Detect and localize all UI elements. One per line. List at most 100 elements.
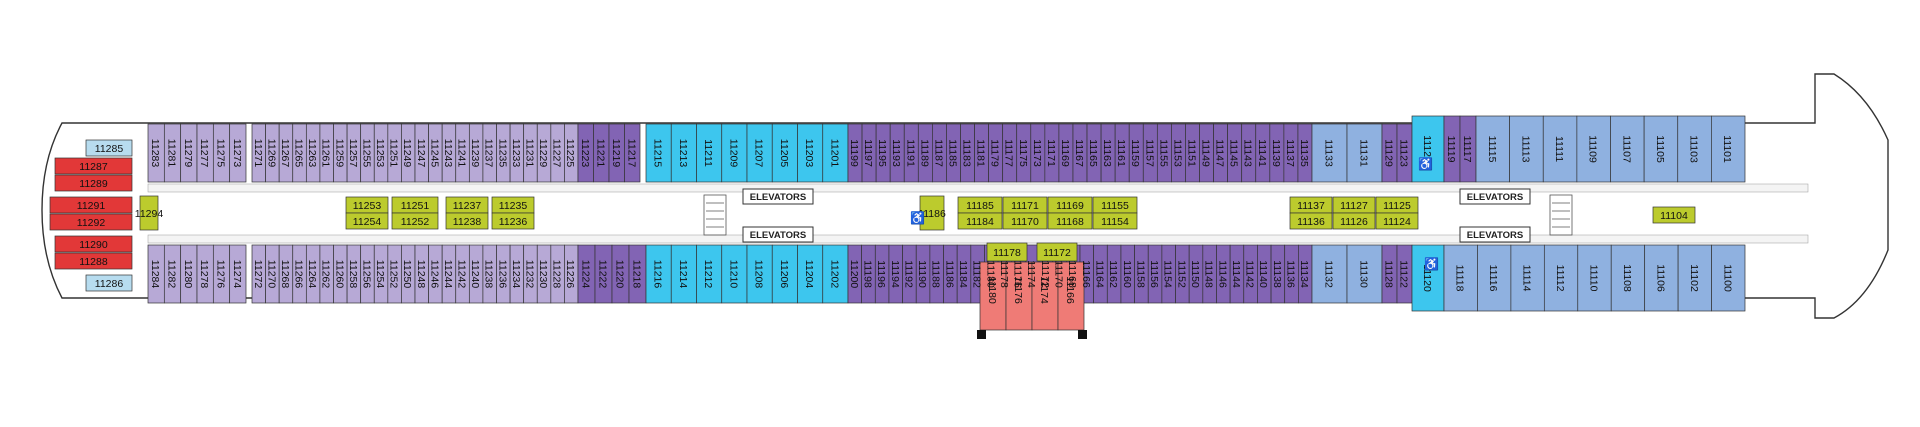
cabin-11294[interactable] <box>139 195 159 231</box>
cabin-11201[interactable] <box>822 123 849 183</box>
cabin-11206[interactable] <box>771 244 798 304</box>
cabin-number: 11104 <box>1660 210 1688 222</box>
cabin-11274[interactable] <box>229 244 247 304</box>
cabin-11110[interactable] <box>1577 244 1612 312</box>
cabin-11202[interactable] <box>822 244 849 304</box>
cabin-11166[interactable] <box>1057 261 1085 331</box>
cabin-number: 11187 <box>932 139 944 167</box>
cabin-11115[interactable] <box>1475 115 1510 183</box>
cabin-number: 11230 <box>537 260 549 289</box>
cabin-11217[interactable] <box>624 123 641 183</box>
cabin-11132[interactable] <box>1311 244 1348 304</box>
cabin-11212[interactable] <box>696 244 723 304</box>
cabin-number: 11192 <box>902 260 914 288</box>
cabin-11100[interactable] <box>1711 244 1746 312</box>
cabin-11273[interactable] <box>229 123 247 183</box>
cabin-number: 11233 <box>510 139 522 168</box>
cabin-11106[interactable] <box>1644 244 1679 312</box>
cabin-11180[interactable] <box>979 261 1007 331</box>
cabin-number: 11211 <box>702 139 714 167</box>
cabin-number: 11186 <box>943 260 955 288</box>
cabin-11116[interactable] <box>1477 244 1512 312</box>
cabin-11130[interactable] <box>1346 244 1383 304</box>
cabin-number: 11274 <box>231 260 243 289</box>
cabin-11214[interactable] <box>670 244 697 304</box>
cabin-number: 11283 <box>149 139 161 168</box>
cabin-11236[interactable] <box>491 212 535 230</box>
cabin-11292[interactable] <box>49 213 133 231</box>
cabin-number: 11270 <box>265 260 277 289</box>
cabin-11174[interactable] <box>1031 261 1059 331</box>
cabin-11154[interactable] <box>1092 212 1138 230</box>
cabin-number: 11151 <box>1185 139 1197 167</box>
cabin-11238[interactable] <box>445 212 489 230</box>
cabin-number: 11232 <box>523 260 535 289</box>
cabin-11168[interactable] <box>1047 212 1093 230</box>
cabin-number: 11106 <box>1654 264 1666 292</box>
cabin-11186[interactable] <box>919 195 945 231</box>
cabin-11216[interactable] <box>645 244 672 304</box>
cabin-11290[interactable] <box>54 235 133 253</box>
cabin-11109[interactable] <box>1576 115 1611 183</box>
cabin-11178[interactable] <box>986 242 1028 262</box>
cabin-number: 11110 <box>1588 265 1600 292</box>
cabin-11114[interactable] <box>1510 244 1545 312</box>
cabin-11254[interactable] <box>345 212 389 230</box>
cabin-11205[interactable] <box>771 123 798 183</box>
cabin-11120[interactable] <box>1411 244 1445 312</box>
cabin-11172[interactable] <box>1036 242 1078 262</box>
cabin-11213[interactable] <box>670 123 697 183</box>
cabin-11210[interactable] <box>721 244 748 304</box>
corridor-lower <box>147 234 1809 244</box>
cabin-number: 11117 <box>1461 136 1473 163</box>
cabin-number: 11236 <box>499 216 528 228</box>
cabin-number: 11240 <box>469 260 481 289</box>
cabin-number: 11169 <box>1059 139 1071 167</box>
cabin-11184[interactable] <box>957 212 1003 230</box>
cabin-number: 11101 <box>1721 135 1733 163</box>
cabin-number: 11115 <box>1486 136 1498 163</box>
cabin-11113[interactable] <box>1509 115 1544 183</box>
cabin-number: 11129 <box>1383 139 1395 167</box>
cabin-11102[interactable] <box>1677 244 1712 312</box>
wheelchair-icon: ♿ <box>1424 257 1439 271</box>
cabin-11289[interactable] <box>54 174 133 192</box>
cabin-11176[interactable] <box>1005 261 1033 331</box>
cabin-11291[interactable] <box>49 196 133 214</box>
cabin-11104[interactable] <box>1652 206 1696 224</box>
cabin-number: 11150 <box>1189 260 1201 288</box>
cabin-11204[interactable] <box>797 244 824 304</box>
cabin-11105[interactable] <box>1643 115 1679 183</box>
cabin-11286[interactable] <box>85 274 133 292</box>
cabin-11121[interactable] <box>1411 115 1445 183</box>
cabin-11124[interactable] <box>1375 212 1419 230</box>
cabin-11131[interactable] <box>1346 123 1383 183</box>
cabin-11101[interactable] <box>1711 115 1746 183</box>
cabin-11287[interactable] <box>54 157 133 175</box>
cabin-number: 11109 <box>1587 135 1599 163</box>
cabin-11136[interactable] <box>1289 212 1333 230</box>
cabin-11252[interactable] <box>391 212 439 230</box>
cabin-number: 11143 <box>1242 139 1254 167</box>
cabin-11118[interactable] <box>1443 244 1478 312</box>
cabin-number: 11228 <box>551 260 563 289</box>
cabin-11103[interactable] <box>1677 115 1712 183</box>
cabin-number: 11215 <box>652 139 664 168</box>
cabin-number: 11194 <box>889 260 901 288</box>
cabin-11170[interactable] <box>1002 212 1048 230</box>
cabin-11126[interactable] <box>1332 212 1376 230</box>
cabin-number: 11284 <box>149 260 161 289</box>
cabin-11133[interactable] <box>1311 123 1348 183</box>
cabin-number: 11218 <box>631 260 643 289</box>
cabin-11112[interactable] <box>1543 244 1579 312</box>
tender-marker <box>977 330 986 339</box>
cabin-11285[interactable] <box>85 139 133 157</box>
cabin-11209[interactable] <box>721 123 748 183</box>
cabin-11288[interactable] <box>54 252 133 270</box>
cabin-number: 11255 <box>360 139 372 168</box>
cabin-number: 11128 <box>1383 260 1395 288</box>
cabin-11215[interactable] <box>645 123 672 183</box>
cabin-number: 11145 <box>1228 139 1240 167</box>
cabin-number: 11292 <box>77 217 106 229</box>
cabin-11108[interactable] <box>1610 244 1646 312</box>
